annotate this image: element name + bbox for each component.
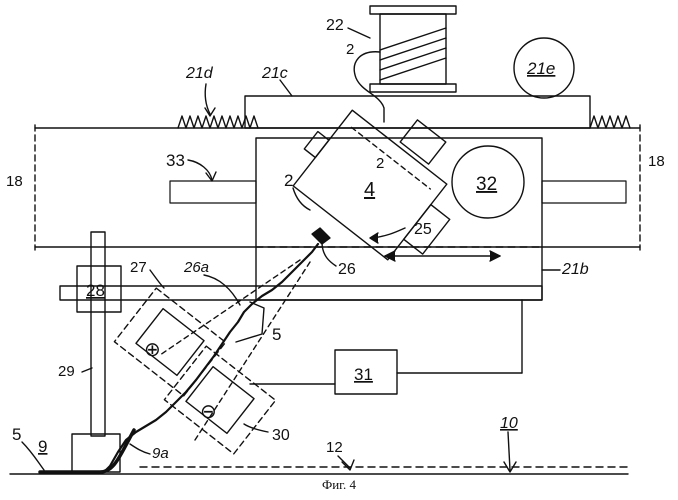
leader-9a — [130, 444, 150, 454]
label-5-right: 5 — [272, 325, 281, 344]
label-2-top: 2 — [346, 41, 354, 58]
label-18-left: 18 — [6, 173, 23, 190]
label-22: 22 — [326, 17, 344, 34]
label-28: 28 — [86, 281, 105, 300]
label-26a: 26a — [183, 259, 209, 276]
label-27: 27 — [130, 259, 147, 276]
label-31: 31 — [354, 365, 373, 384]
gear-rack-right — [590, 116, 630, 128]
minus-symbol: ⊖ — [200, 401, 217, 423]
leader-10 — [508, 432, 510, 470]
label-9: 9 — [38, 437, 47, 456]
figure-caption: Фиг. 4 — [0, 477, 678, 497]
spool-wind-2 — [380, 38, 446, 60]
label-21b: 21b — [561, 261, 589, 278]
label-4: 4 — [364, 179, 375, 201]
leader-2a — [293, 188, 310, 210]
gear-rack-21d — [178, 116, 258, 128]
head-block — [400, 120, 446, 164]
label-10: 10 — [500, 415, 518, 432]
electrode-plus — [114, 288, 225, 396]
leader-21c — [280, 80, 292, 96]
teeth-33-left — [170, 181, 256, 203]
leader-12 — [338, 456, 350, 468]
spool-22-bottom-flange — [370, 84, 456, 92]
spool-wind-1 — [380, 28, 446, 50]
plus-symbol: ⊕ — [144, 339, 161, 361]
arrow-25-head — [370, 233, 378, 243]
nozzle-26 — [312, 228, 330, 244]
label-21e: 21e — [526, 59, 555, 78]
label-2-head-a: 2 — [284, 171, 293, 190]
label-26: 26 — [338, 261, 356, 278]
spool-wind-3 — [380, 48, 446, 70]
post-29 — [91, 232, 105, 436]
label-5-left: 5 — [12, 425, 21, 444]
carriage-21c — [245, 96, 590, 128]
label-9a: 9a — [152, 445, 169, 462]
motion-arrow-right-head — [490, 251, 500, 261]
label-18-right: 18 — [648, 153, 665, 170]
leader-21d-head — [205, 108, 215, 116]
label-33: 33 — [166, 151, 185, 170]
spool-22-top-flange — [370, 6, 456, 14]
label-32: 32 — [476, 174, 497, 195]
label-21c: 21c — [261, 65, 288, 82]
label-21d: 21d — [185, 65, 214, 82]
plate-27 — [60, 286, 542, 300]
leader-5-bracket — [236, 302, 264, 342]
label-25: 25 — [414, 221, 432, 238]
label-29: 29 — [58, 363, 75, 380]
label-2-head-b: 2 — [376, 155, 384, 172]
label-30: 30 — [272, 427, 290, 444]
leader-22 — [348, 28, 370, 38]
label-12: 12 — [326, 439, 343, 456]
teeth-right — [542, 181, 626, 203]
spool-wind-4 — [380, 58, 446, 80]
nozzle-leader — [322, 242, 336, 266]
frame-21b — [256, 138, 542, 300]
electrode-minus — [164, 346, 275, 454]
